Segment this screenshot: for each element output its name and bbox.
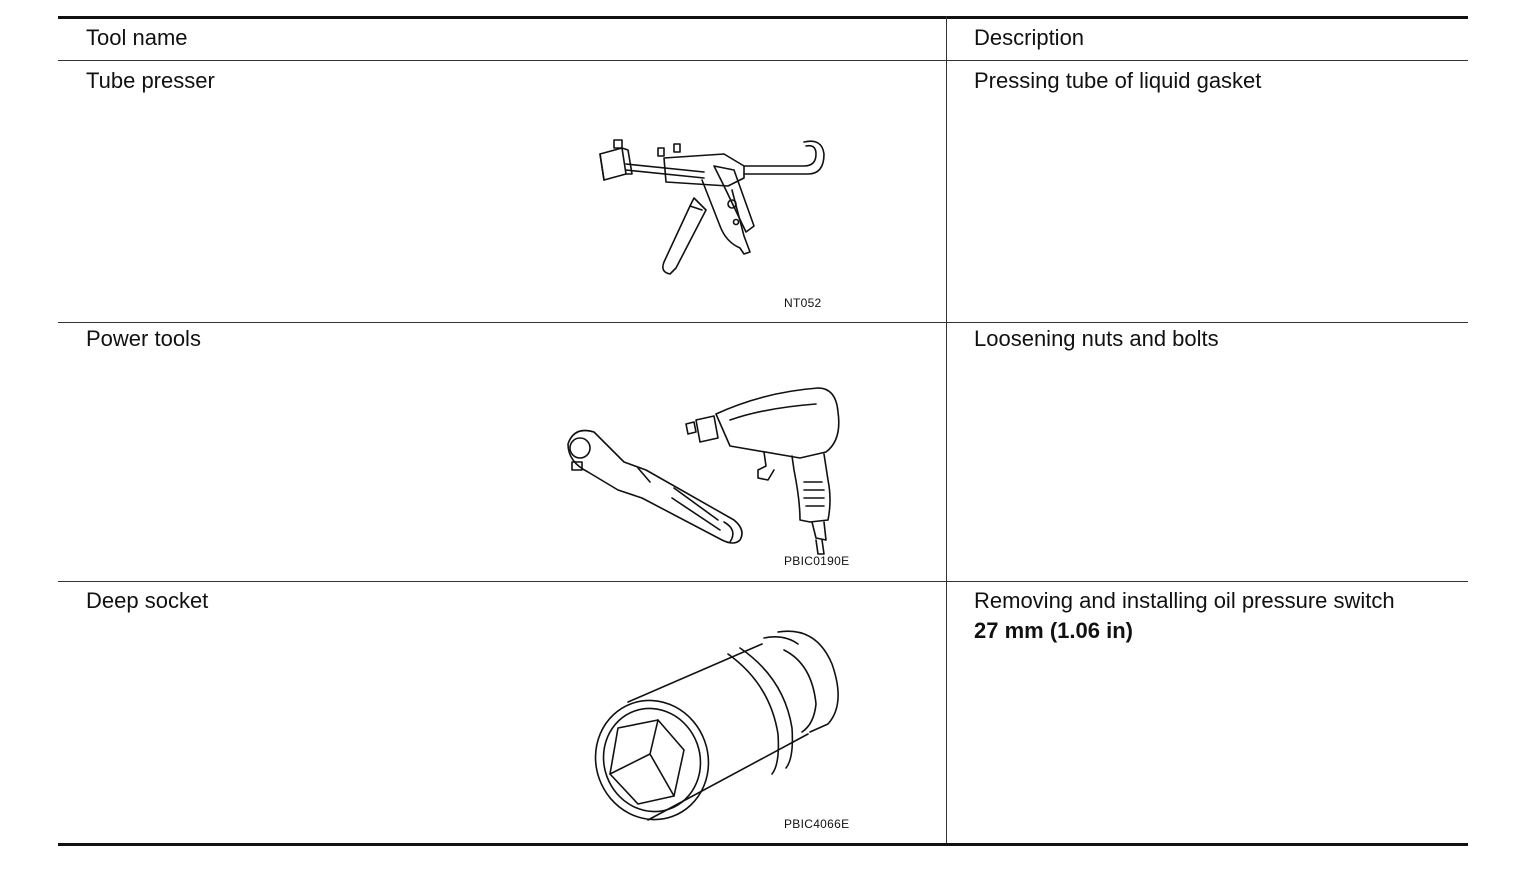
figure-code: PBIC0190E xyxy=(784,554,850,568)
row-divider xyxy=(58,322,1468,323)
figure-code: NT052 xyxy=(784,296,822,310)
column-divider xyxy=(946,16,947,846)
air-tools-icon xyxy=(567,387,840,555)
row-divider xyxy=(58,581,1468,582)
header-divider xyxy=(58,60,1468,61)
header-description: Description xyxy=(974,25,1085,50)
deep-socket-icon xyxy=(594,630,839,821)
caulking-gun-icon xyxy=(599,139,825,275)
header-tool-name: Tool name xyxy=(86,25,188,50)
tool-name-cell: Power tools xyxy=(86,326,201,351)
figure-code: PBIC4066E xyxy=(784,817,850,831)
description-cell: Removing and installing oil pressure swi… xyxy=(974,588,1395,613)
table-top-rule xyxy=(58,16,1468,19)
tool-name-cell: Tube presser xyxy=(86,68,215,93)
description-cell: Pressing tube of liquid gasket xyxy=(974,68,1262,93)
tool-name-cell: Deep socket xyxy=(86,588,209,613)
table-bottom-rule xyxy=(58,843,1468,846)
socket-size-spec: 27 mm (1.06 in) xyxy=(974,618,1133,643)
description-cell: Loosening nuts and bolts xyxy=(974,326,1219,351)
special-tools-table: Tool name Description Tube presser Press… xyxy=(58,16,1468,846)
